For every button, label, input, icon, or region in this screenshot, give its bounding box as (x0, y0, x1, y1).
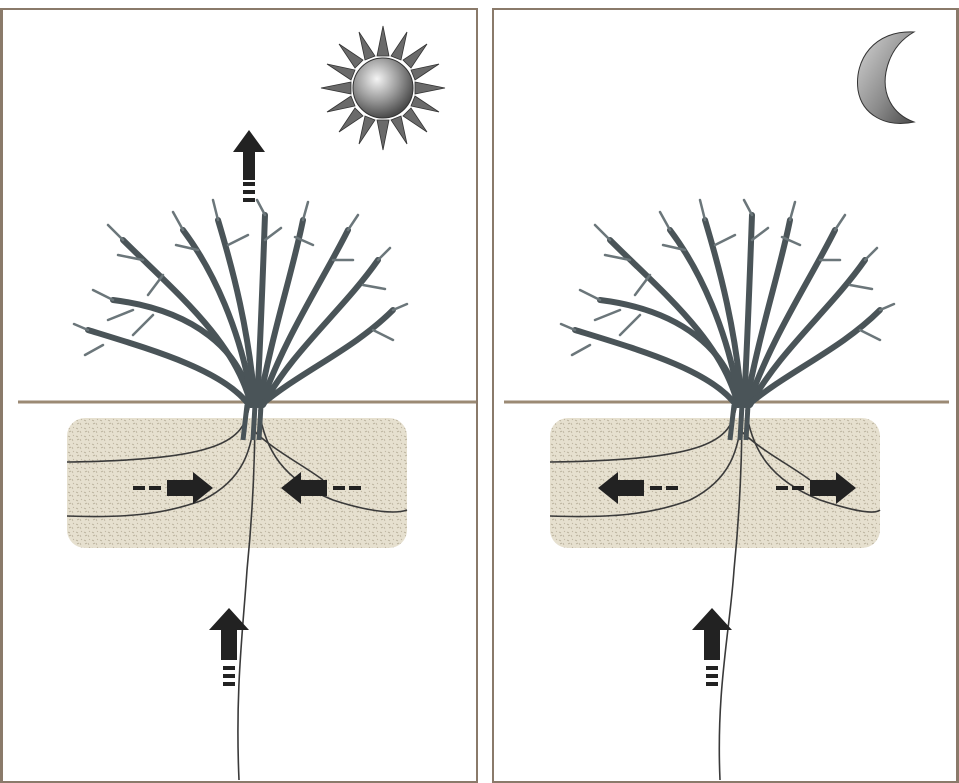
panel-divider (478, 8, 492, 783)
night-scene (494, 10, 959, 783)
moon-icon (857, 32, 914, 124)
shrub-canopy (74, 200, 407, 405)
sun-icon (321, 26, 445, 150)
stem-base (730, 405, 748, 440)
day-scene (3, 10, 478, 783)
stem-base (243, 405, 261, 440)
arrow-up-leaving-canopy (233, 130, 265, 202)
shrub-canopy (561, 200, 894, 405)
soil-layer (67, 418, 407, 548)
night-panel (492, 8, 959, 783)
day-panel (0, 8, 478, 783)
